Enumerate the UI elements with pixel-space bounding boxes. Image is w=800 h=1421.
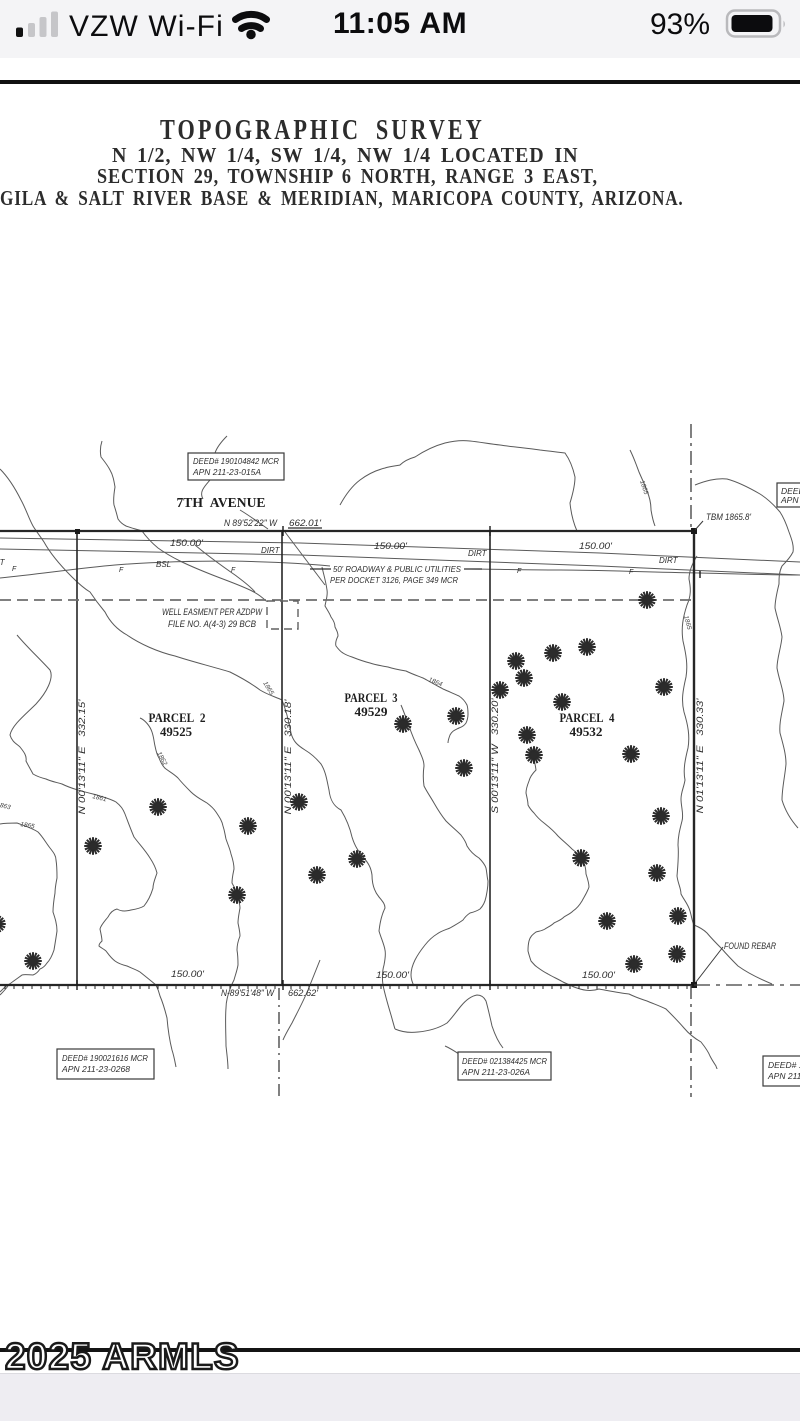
svg-text:662.62': 662.62' (288, 988, 318, 998)
svg-text:APN 211-23-015A: APN 211-23-015A (192, 467, 261, 477)
svg-text:PARCEL 2: PARCEL 2 (149, 710, 206, 725)
svg-text:PER DOCKET 3126, PAGE 349 MCR: PER DOCKET 3126, PAGE 349 MCR (330, 576, 458, 585)
svg-text:TBM 1865.8': TBM 1865.8' (706, 512, 751, 522)
svg-text:150.00': 150.00' (376, 970, 409, 980)
svg-text:DIRT: DIRT (659, 556, 679, 565)
svg-text:150.00': 150.00' (170, 538, 203, 548)
svg-text:49529: 49529 (355, 704, 389, 719)
svg-text:1865: 1865 (20, 821, 36, 830)
svg-text:FOUND REBAR: FOUND REBAR (724, 941, 776, 951)
svg-text:F: F (119, 567, 124, 574)
svg-text:1865: 1865 (638, 479, 649, 495)
svg-text:APN 211: APN 211 (767, 1071, 800, 1081)
svg-text:1861: 1861 (92, 793, 108, 803)
svg-text:N 00'13'11" E 332.15': N 00'13'11" E 332.15' (77, 699, 87, 814)
svg-text:APN 211-23-026A: APN 211-23-026A (461, 1067, 530, 1077)
svg-text:F: F (231, 567, 236, 574)
svg-text:DEED# 021384425 MCR: DEED# 021384425 MCR (462, 1056, 547, 1066)
svg-text:1863: 1863 (0, 801, 12, 811)
svg-text:N 89'52'22" W: N 89'52'22" W (224, 518, 278, 528)
svg-text:F: F (12, 566, 17, 573)
svg-text:DIRT: DIRT (468, 549, 488, 558)
svg-text:DEED# 1: DEED# 1 (768, 1060, 800, 1070)
svg-text:150.00': 150.00' (171, 969, 204, 979)
svg-text:APN 211-23-0268: APN 211-23-0268 (61, 1064, 130, 1074)
svg-text:150.00': 150.00' (374, 541, 407, 551)
svg-text:1865: 1865 (682, 615, 693, 631)
svg-text:N-89'51'48" W: N-89'51'48" W (221, 988, 275, 998)
svg-text:DEED# 190021616 MCR: DEED# 190021616 MCR (62, 1053, 148, 1063)
svg-text:FILE NO. A(4-3) 29 BCB: FILE NO. A(4-3) 29 BCB (168, 619, 256, 629)
svg-text:150.00': 150.00' (579, 541, 612, 551)
svg-text:BSL: BSL (156, 560, 171, 569)
svg-text:APN: APN (780, 495, 799, 505)
svg-text:S 00'13'11" W 330.20': S 00'13'11" W 330.20' (490, 698, 500, 813)
svg-text:F: F (629, 569, 634, 576)
svg-text:PARCEL 3: PARCEL 3 (345, 690, 398, 705)
svg-text:DEED# 190104842 MCR: DEED# 190104842 MCR (193, 456, 279, 466)
svg-text:WELL EASMENT PER AZDPW: WELL EASMENT PER AZDPW (162, 607, 263, 617)
svg-text:50' ROADWAY & PUBLIC UTILITIES: 50' ROADWAY & PUBLIC UTILITIES (333, 565, 462, 574)
svg-text:1862: 1862 (155, 751, 168, 767)
svg-text:49525: 49525 (160, 724, 192, 739)
svg-text:662.01': 662.01' (289, 518, 321, 528)
svg-text:DIRT: DIRT (261, 546, 281, 555)
svg-text:N 00'13'11" E 330.18': N 00'13'11" E 330.18' (283, 699, 293, 814)
svg-text:150.00': 150.00' (582, 970, 615, 980)
svg-text:1865: 1865 (261, 680, 275, 696)
svg-text:1864: 1864 (427, 676, 443, 688)
svg-text:DEED: DEED (781, 486, 800, 496)
svg-text:DIRT: DIRT (0, 558, 6, 567)
svg-text:7TH AVENUE: 7TH AVENUE (177, 496, 266, 511)
svg-text:F: F (517, 568, 522, 575)
svg-text:N 01'13'11" E 330.33': N 01'13'11" E 330.33' (695, 698, 705, 813)
svg-text:PARCEL 4: PARCEL 4 (560, 710, 615, 725)
svg-text:49532: 49532 (570, 724, 603, 739)
